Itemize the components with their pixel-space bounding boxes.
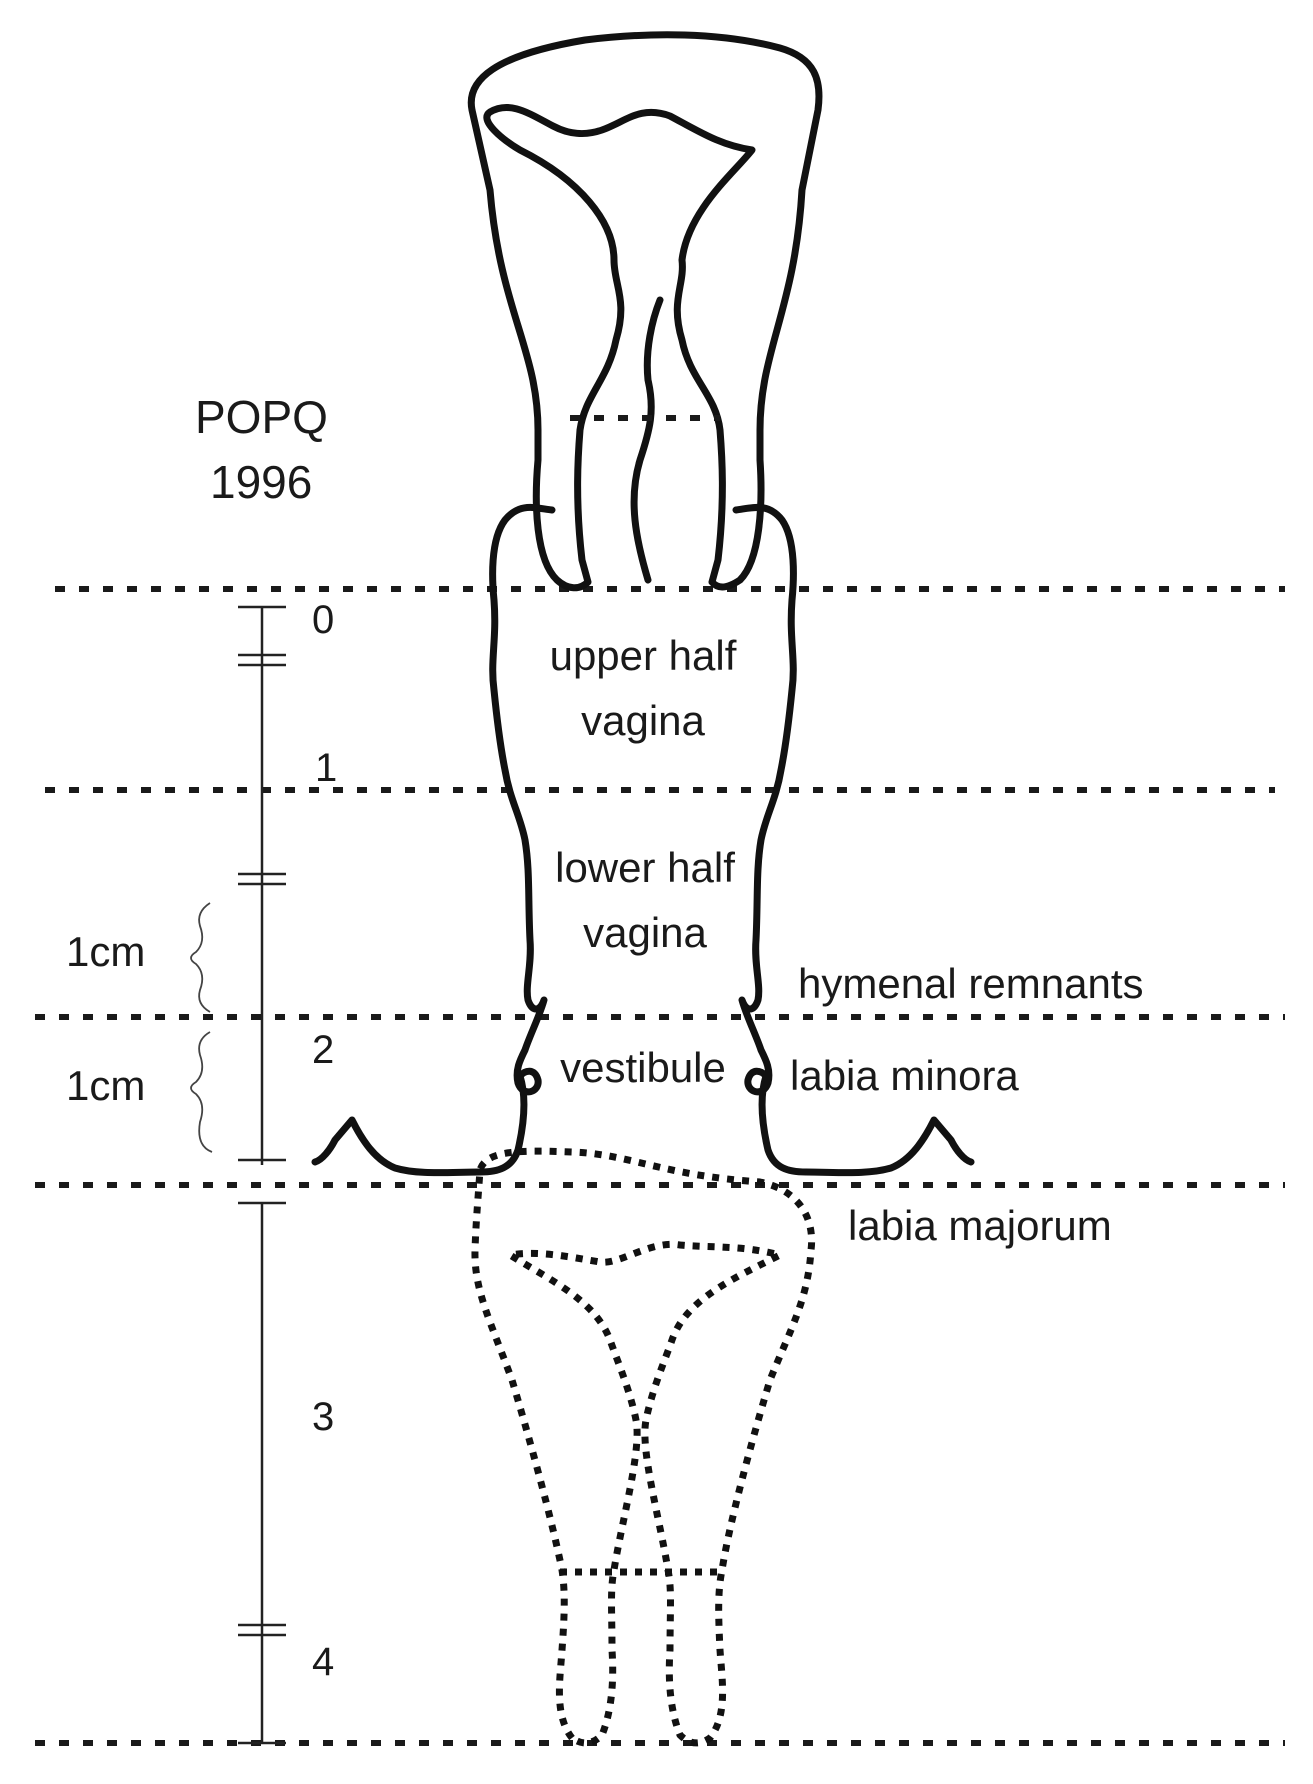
scale-mark-1: 1 xyxy=(315,746,337,790)
measurement-scale xyxy=(238,605,286,1745)
figure-title-line2: 1996 xyxy=(210,456,312,508)
prolapsed-uterus-outline xyxy=(471,1147,816,1747)
vagina-right-wall xyxy=(732,504,975,1177)
hymenal-remnants-label: hymenal remnants xyxy=(798,960,1144,1007)
scale-mark-0: 0 xyxy=(312,598,334,642)
lower-half-label-line1: lower half xyxy=(555,844,735,891)
labia-majorum-label: labia majorum xyxy=(848,1202,1112,1249)
upper-half-label-line1: upper half xyxy=(550,632,737,679)
scale-mark-3: 3 xyxy=(312,1395,334,1439)
brace-lower-cm xyxy=(190,1031,213,1153)
cervical-canal xyxy=(630,296,664,584)
spacing-label-lower: 1cm xyxy=(66,1062,145,1109)
uterus-outline xyxy=(467,31,823,592)
brace-upper-cm xyxy=(190,902,211,1013)
vagina-left-wall xyxy=(311,504,556,1177)
scale-mark-4: 4 xyxy=(312,1640,334,1684)
figure-title-line1: POPQ xyxy=(195,391,328,443)
spacing-label-upper: 1cm xyxy=(66,928,145,975)
upper-half-label-line2: vagina xyxy=(581,697,705,744)
labia-minora-label: labia minora xyxy=(790,1052,1019,1099)
vestibule-label: vestibule xyxy=(560,1044,726,1091)
scale-mark-2: 2 xyxy=(312,1028,334,1072)
lower-half-label-line2: vagina xyxy=(583,909,707,956)
